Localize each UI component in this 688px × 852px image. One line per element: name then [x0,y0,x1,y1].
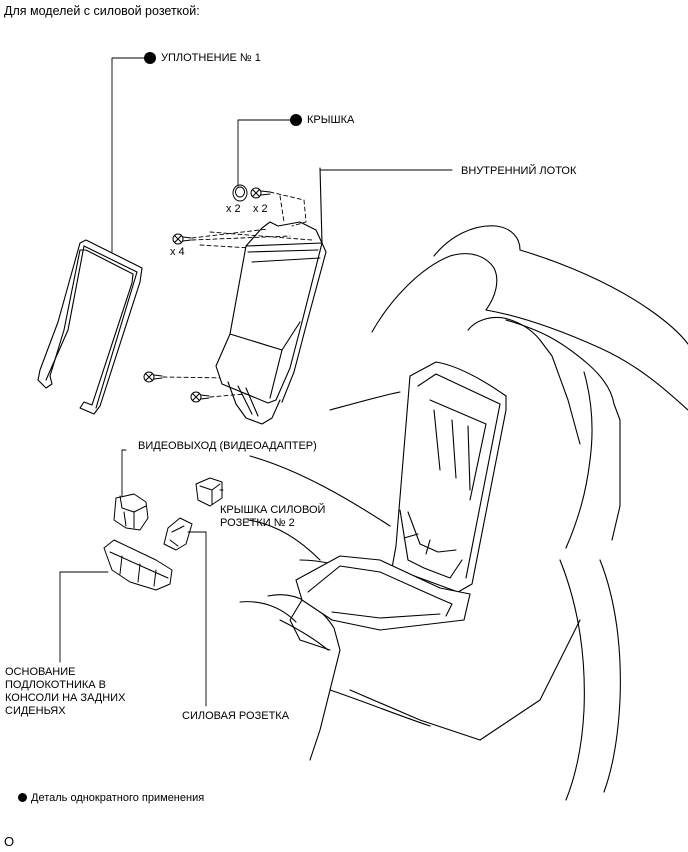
label-armrest-base: ОСНОВАНИЕ ПОДЛОКОТНИКА В КОНСОЛИ НА ЗАДН… [5,666,126,717]
legend-marker [18,793,27,802]
qty-cover-screw: x 2 [253,203,268,215]
label-seal: УПЛОТНЕНИЕ № 1 [161,52,261,64]
seal-gasket [37,239,143,415]
marker-cover [290,114,302,126]
leader-lines [59,57,453,707]
power-socket [163,517,193,551]
qty-cover: x 2 [226,203,241,215]
label-cover: КРЫШКА [307,114,355,126]
cover-screw [250,187,271,199]
label-socket-cover: КРЫШКА СИЛОВОЙ РОЗЕТКИ № 2 [220,504,326,529]
label-inner-tray: ВНУТРЕННИЙ ЛОТОК [461,165,577,177]
tray-screw [172,233,192,245]
page-heading: Для моделей с силовой розеткой: [4,4,200,18]
socket-cover [195,477,223,507]
legend-text: Деталь однократного применения [31,792,205,804]
lower-screw-2 [190,391,210,403]
video-adapter [113,493,149,531]
inner-tray [215,167,327,425]
cover-cap [232,184,248,202]
rear-seat-outline [239,225,688,801]
label-power-socket: СИЛОВАЯ РОЗЕТКА [182,710,290,722]
legend: Деталь однократного применения [18,792,204,805]
armrest-base-part [103,539,173,591]
lower-screw-1 [143,371,163,383]
label-video-out: ВИДЕОВЫХОД (ВИДЕОАДАПТЕР) [138,440,317,452]
qty-tray-screw: x 4 [170,246,185,258]
console-installed-view [279,361,507,651]
marker-seal [144,52,156,64]
footer-code: O [4,834,15,849]
